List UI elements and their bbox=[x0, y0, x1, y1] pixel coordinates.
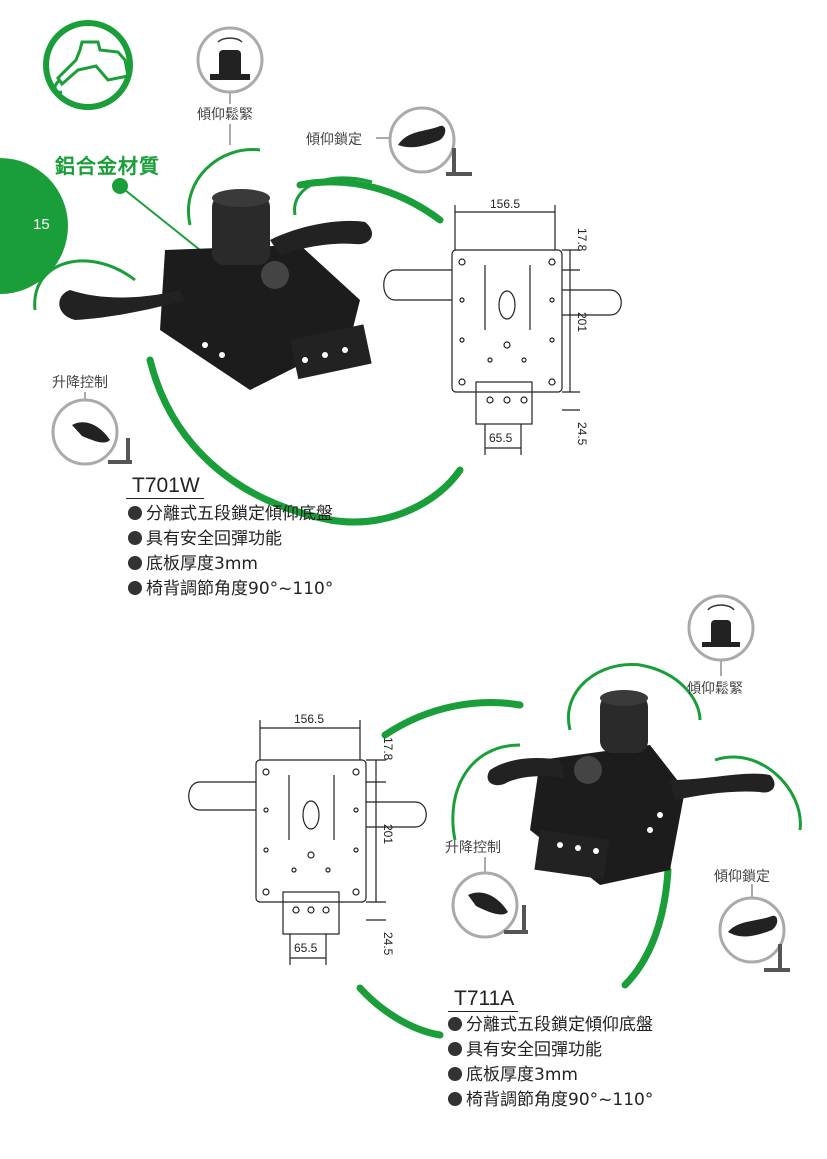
tilt-lock-icon bbox=[718, 896, 790, 972]
t711a-model-title: T711A bbox=[448, 987, 519, 1012]
t701w-model-title: T701W bbox=[126, 474, 204, 499]
height-control-label: 升降控制 bbox=[445, 840, 501, 856]
feature-item: 具有安全回彈功能 bbox=[128, 527, 333, 552]
t711a-feature-list: 分離式五段鎖定傾仰底盤 具有安全回彈功能 底板厚度3mm 椅背調節角度90°~1… bbox=[448, 1013, 653, 1113]
material-label: 鋁合金材質 bbox=[55, 154, 160, 178]
t711a-mechanism-image bbox=[487, 690, 775, 885]
tilt-lock-label: 傾仰鎖定 bbox=[714, 869, 770, 885]
tilt-tension-icon bbox=[687, 594, 755, 662]
feature-item: 底板厚度3mm bbox=[448, 1063, 653, 1088]
height-control-label: 升降控制 bbox=[52, 375, 108, 391]
feature-item: 椅背調節角度90°~110° bbox=[448, 1088, 653, 1113]
t701w-dimension-drawing bbox=[383, 205, 622, 455]
page-number: 15 bbox=[33, 216, 50, 233]
feature-item: 底板厚度3mm bbox=[128, 552, 333, 577]
page-tab-circle bbox=[0, 158, 68, 294]
tilt-tension-icon bbox=[196, 26, 264, 94]
brand-logo-icon bbox=[43, 20, 133, 110]
feature-item: 分離式五段鎖定傾仰底盤 bbox=[448, 1013, 653, 1038]
feature-item: 具有安全回彈功能 bbox=[448, 1038, 653, 1063]
height-control-icon bbox=[51, 398, 132, 466]
tilt-tension-label: 傾仰鬆緊 bbox=[197, 107, 253, 123]
t701w-mechanism-image bbox=[59, 189, 373, 390]
tilt-tension-label: 傾仰鬆緊 bbox=[687, 681, 743, 697]
tilt-lock-label: 傾仰鎖定 bbox=[306, 132, 362, 148]
tilt-lock-icon bbox=[388, 106, 472, 176]
t711a-dimension-drawing bbox=[188, 720, 427, 965]
t701w-feature-list: 分離式五段鎖定傾仰底盤 具有安全回彈功能 底板厚度3mm 椅背調節角度90°~1… bbox=[128, 502, 333, 602]
height-control-icon bbox=[451, 871, 528, 939]
feature-item: 椅背調節角度90°~110° bbox=[128, 577, 333, 602]
feature-item: 分離式五段鎖定傾仰底盤 bbox=[128, 502, 333, 527]
